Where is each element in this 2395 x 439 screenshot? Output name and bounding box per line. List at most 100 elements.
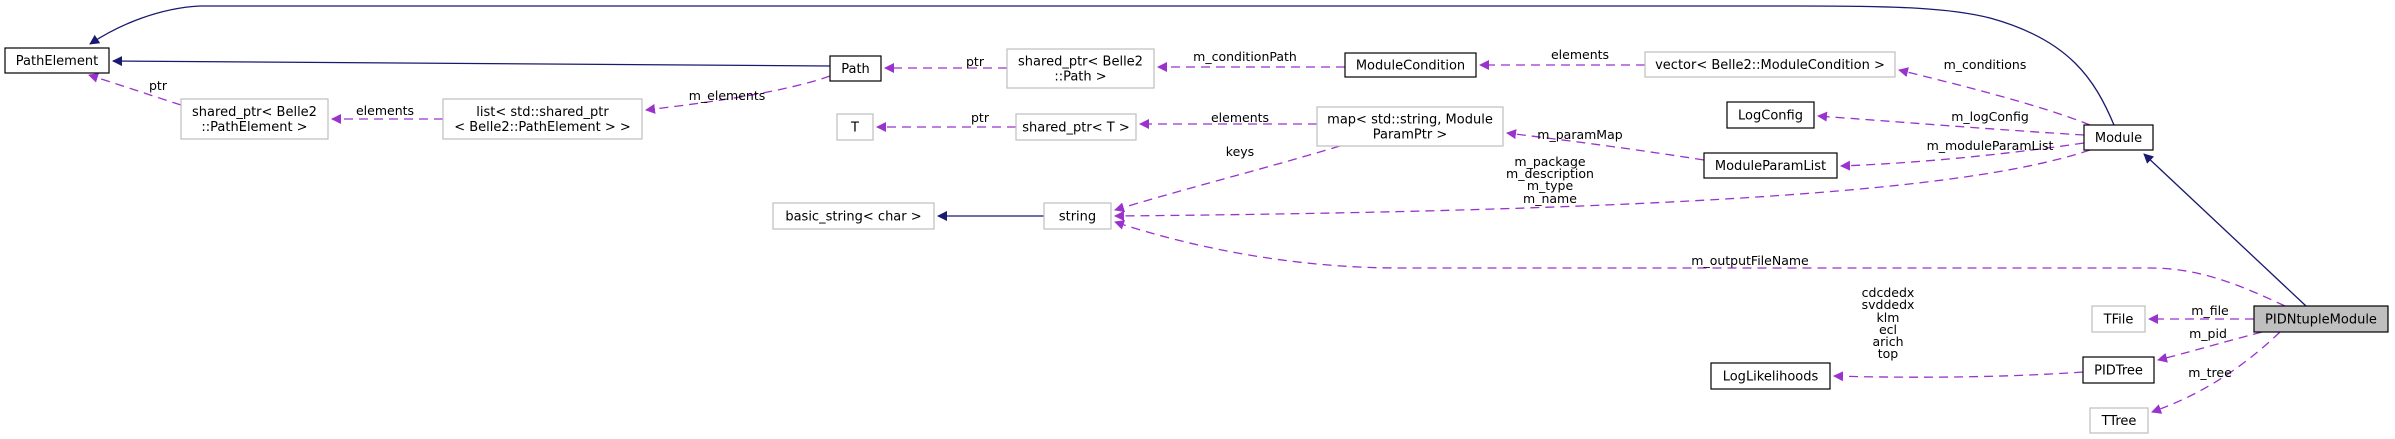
node-label: map< std::string, Module [1327,113,1493,128]
edge-label: m_conditions [1944,57,2027,72]
node-tfile: TFile [2091,305,2146,333]
node-box [772,202,935,230]
node-label: ParamPtr > [1373,128,1448,143]
node-box [1015,113,1137,141]
edge-label: m_pid [2189,326,2227,341]
node-label: T [850,121,859,136]
edge-label: m_logConfig [1951,109,2029,124]
node-list-shared-ptr: list< std::shared_ptr< Belle2::PathEleme… [442,98,643,140]
node-label: string [1059,210,1096,225]
edge-label: m_file [2191,303,2229,318]
edge-path-list [645,75,831,114]
edge-label: elements [1211,110,1269,125]
edge-module-logconfig [1817,111,2085,136]
node-label: vector< Belle2::ModuleCondition > [1655,58,1885,73]
node-vector-module-condition: vector< Belle2::ModuleCondition > [1644,51,1896,78]
edge-label: elements [356,103,414,118]
edge-label: m_type [1527,178,1574,193]
node-label: PIDNtupleModule [2265,313,2377,328]
edge-path-pathelement [112,56,831,67]
node-box [836,113,874,141]
edge-module-pathelement [89,5,2115,126]
node-pidtree[interactable]: PIDTree [2082,356,2155,384]
edge-pidntuple-module [2143,153,2307,307]
node-shared-ptr-path-element: shared_ptr< Belle2::PathElement > [180,98,329,140]
node-string: string [1043,202,1112,230]
edge-label: ptr [149,78,168,93]
node-label: ::PathElement > [201,120,307,135]
edge-label: top [1878,346,1899,361]
node-box [2082,356,2155,384]
node-box [2089,407,2149,434]
edge-label: m_conditionPath [1193,49,1297,64]
node-t: T [836,113,874,141]
edges-layer [88,5,2307,414]
node-ttree: TTree [2089,407,2149,434]
edge-label: m_name [1523,191,1577,206]
node-label: TTree [2101,414,2137,429]
node-label: < Belle2::PathElement > > [454,120,631,135]
edge-label: ecl [1879,322,1897,337]
edge-pidntuple-string [1114,220,2286,307]
node-box [829,55,882,82]
edge-pidtree-loglikelihoods [1833,371,2084,382]
node-box [2091,305,2146,333]
node-module-param-list[interactable]: ModuleParamList [1703,152,1838,179]
node-label: shared_ptr< Belle2 [1018,55,1143,70]
node-box [1710,362,1831,390]
node-label: LogConfig [1738,109,1803,124]
node-label: ModuleParamList [1715,159,1826,174]
edge-label: klm [1877,310,1900,325]
edge-label: svddedx [1862,297,1915,312]
node-pidntuple-module[interactable]: PIDNtupleModule [2253,305,2389,333]
node-module-condition[interactable]: ModuleCondition [1344,52,1477,78]
node-label: list< std::shared_ptr [476,105,609,120]
node-label: LogLikelihoods [1723,370,1819,385]
edge-label: elements [1551,47,1609,62]
node-shared-ptr-path: shared_ptr< Belle2::Path > [1006,48,1155,89]
edge-label: ptr [971,110,990,125]
edge-module-string [1114,149,2091,221]
node-label: PIDTree [2094,364,2143,379]
node-log-config[interactable]: LogConfig [1726,101,1815,129]
edge-sharedptrpe-pathelement [88,73,182,106]
node-module[interactable]: Module [2083,124,2154,151]
node-box [180,98,329,140]
node-label: Module [2095,131,2142,146]
edge-label: ptr [966,54,985,69]
edge-label: keys [1226,144,1254,159]
node-label: ::Path > [1054,70,1106,85]
node-label: ModuleCondition [1356,59,1465,74]
node-box [1703,152,1838,179]
node-label: shared_ptr< Belle2 [192,105,317,120]
node-box [4,47,110,74]
edge-pidntuple-ttree [2151,331,2281,414]
edge-label: m_description [1506,166,1594,181]
node-box [442,98,643,140]
edge-label: cdcdedx [1862,285,1915,300]
node-label: PathElement [16,54,98,69]
edge-label: arich [1872,334,1903,349]
edge-moduleparamlist-map [1506,129,1705,161]
node-box [1344,52,1477,78]
node-label: Path [841,62,870,77]
node-path[interactable]: Path [829,55,882,82]
edge-label: m_package [1514,154,1586,169]
node-path-element[interactable]: PathElement [4,47,110,74]
edge-pidntuple-pidtree [2157,331,2263,363]
edge-label: m_moduleParamList [1927,138,2054,153]
edge-label: m_paramMap [1537,127,1622,142]
node-box [1006,48,1155,89]
edge-label: m_tree [2188,365,2232,380]
node-box [1316,106,1504,147]
edge-module-vector [1898,67,2091,126]
node-box [1644,51,1896,78]
edge-label: m_outputFileName [1691,253,1809,268]
edge-map-string [1114,145,1341,213]
node-box [2083,124,2154,151]
node-label: TFile [2103,313,2134,328]
node-log-likelihoods[interactable]: LogLikelihoods [1710,362,1831,390]
edge-module-moduleparamlist [1840,142,2085,171]
